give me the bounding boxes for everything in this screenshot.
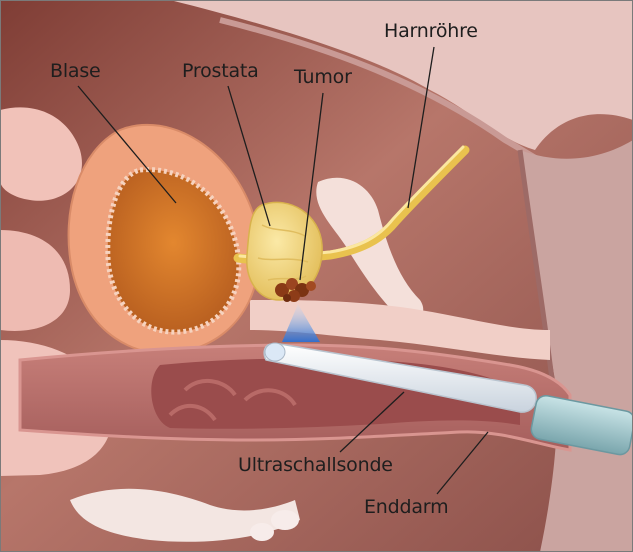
label-tumor: Tumor [294,66,352,88]
label-urethra: Harnröhre [384,20,478,42]
vertebra-2 [250,523,274,541]
label-rectum: Enddarm [364,496,448,518]
label-prostate: Prostata [182,60,259,82]
ultrasound-probe-tip [265,343,285,361]
label-bladder: Blase [50,60,101,82]
vertebra-1 [271,510,299,530]
label-ultrasound-probe: Ultraschallsonde [238,454,393,476]
